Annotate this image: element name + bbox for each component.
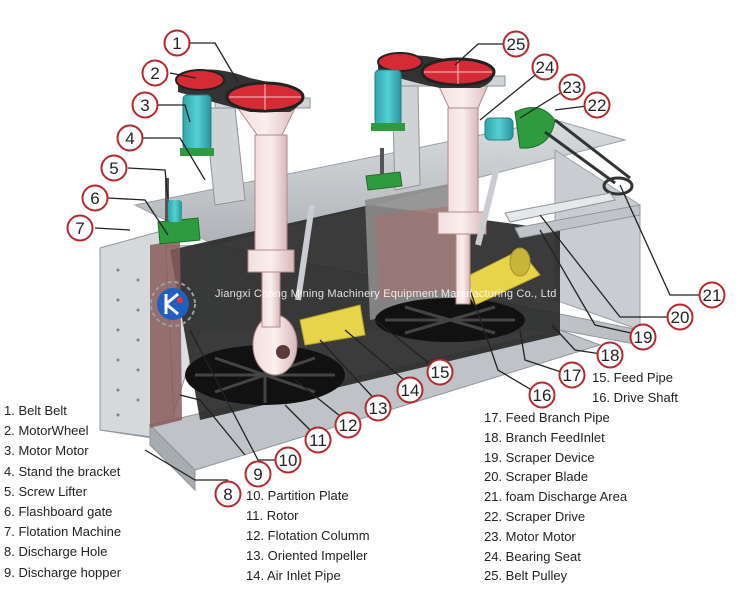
legend-item: 20. Scraper Blade (484, 469, 589, 485)
feed-pipes (299, 247, 541, 346)
callout-3: 3 (131, 91, 159, 119)
legend-item: 14. Air Inlet Pipe (246, 568, 341, 583)
scraper-chain (544, 118, 634, 196)
callout-9: 9 (244, 460, 272, 488)
callout-7: 7 (66, 214, 94, 242)
right-impeller (375, 298, 525, 342)
callout-number: 5 (109, 159, 118, 178)
callout-15: 15 (426, 358, 454, 386)
callout-4: 4 (116, 124, 144, 152)
scraper-blade (504, 192, 641, 239)
left-motor (180, 94, 214, 156)
callout-11: 11 (304, 426, 332, 454)
callout-21: 21 (698, 281, 726, 309)
callout-12: 12 (334, 411, 362, 439)
left-impeller (185, 314, 345, 405)
callout-number: 12 (339, 416, 358, 435)
callout-number: 10 (279, 451, 298, 470)
callout-1: 1 (163, 29, 191, 57)
legend-item: 4. Stand the bracket (4, 463, 121, 479)
legend-item: 9. Discharge hopper (4, 564, 122, 580)
legend-item: 17. Feed Branch Pipe (484, 410, 610, 425)
callout-number: 24 (536, 58, 555, 77)
legend-item: 12. Flotation Columm (246, 528, 370, 543)
watermark-text: Jiangxi Chang Mining Machinery Equipment… (215, 288, 557, 300)
legend-item: 16. Drive Shaft (592, 390, 678, 405)
callout-number: 22 (588, 96, 607, 115)
legend-item: 7. Flotation Machine (4, 524, 122, 540)
callout-number: 18 (601, 346, 620, 365)
callout-23: 23 (558, 73, 586, 101)
legend-item: 6. Flashboard gate (4, 504, 113, 519)
legend-item: 8. Discharge Hole (4, 544, 108, 560)
callout-18: 18 (596, 341, 624, 369)
legend-item: 18. Branch FeedInlet (484, 429, 605, 445)
callout-number: 21 (703, 286, 722, 305)
callout-10: 10 (274, 446, 302, 474)
legend-item: 23. Motor Motor (484, 528, 576, 544)
callout-number: 23 (563, 78, 582, 97)
legend-item: 22. Scraper Drive (484, 509, 586, 524)
callout-number: 8 (223, 485, 232, 504)
callout-number: 3 (140, 96, 149, 115)
callout-number: 20 (671, 308, 690, 327)
callout-number: 19 (634, 328, 653, 347)
callout-number: 7 (75, 219, 84, 238)
callout-number: 25 (507, 35, 526, 54)
callout-number: 14 (401, 381, 420, 400)
legend-item: 13. Oriented Impeller (246, 548, 368, 563)
callout-5: 5 (100, 154, 128, 182)
callout-6: 6 (81, 184, 109, 212)
callout-25: 25 (502, 30, 530, 58)
callout-17: 17 (558, 361, 586, 389)
callout-number: 11 (309, 431, 327, 450)
callout-number: 1 (172, 34, 181, 53)
legend-item: 1. Belt Belt (4, 403, 67, 418)
legend-item: 25. Belt Pulley (484, 568, 568, 584)
legend-item: 15. Feed Pipe (592, 370, 673, 385)
callout-number: 13 (369, 399, 388, 418)
callout-8: 8 (214, 480, 242, 508)
callout-14: 14 (396, 376, 424, 404)
callout-13: 13 (364, 394, 392, 422)
callout-20: 20 (666, 303, 694, 331)
callout-24: 24 (531, 53, 559, 81)
legend-item: 10. Partition Plate (246, 488, 349, 503)
air-inlet-pipes (295, 154, 503, 301)
screw-lifters (157, 148, 403, 245)
callout-number: 16 (533, 386, 552, 405)
right-motor (371, 69, 405, 131)
legend-item: 11. Rotor (246, 508, 299, 523)
callout-2: 2 (141, 59, 169, 87)
callout-number: 6 (90, 189, 99, 208)
legend-item: 5. Screw Lifter (4, 483, 88, 499)
legend-item: 21. foam Discharge Area (484, 489, 628, 505)
callout-number: 17 (563, 366, 582, 385)
callout-22: 22 (583, 91, 611, 119)
legend-item: 3. Motor Motor (4, 443, 89, 459)
left-belt-drive (175, 69, 305, 113)
callout-16: 16 (528, 381, 556, 409)
callout-19: 19 (629, 323, 657, 351)
callout-number: 9 (253, 465, 262, 484)
callout-number: 15 (431, 363, 450, 382)
callout-markers: 1234567891011121314151617181920212223242… (66, 29, 726, 508)
legend-item: 2. MotorWheel (4, 423, 89, 439)
legend-item: 24. Bearing Seat (484, 548, 581, 564)
legend-item: 19. Scraper Device (484, 449, 595, 465)
callout-number: 4 (125, 129, 134, 148)
company-logo (150, 281, 196, 327)
callout-number: 2 (150, 64, 159, 83)
